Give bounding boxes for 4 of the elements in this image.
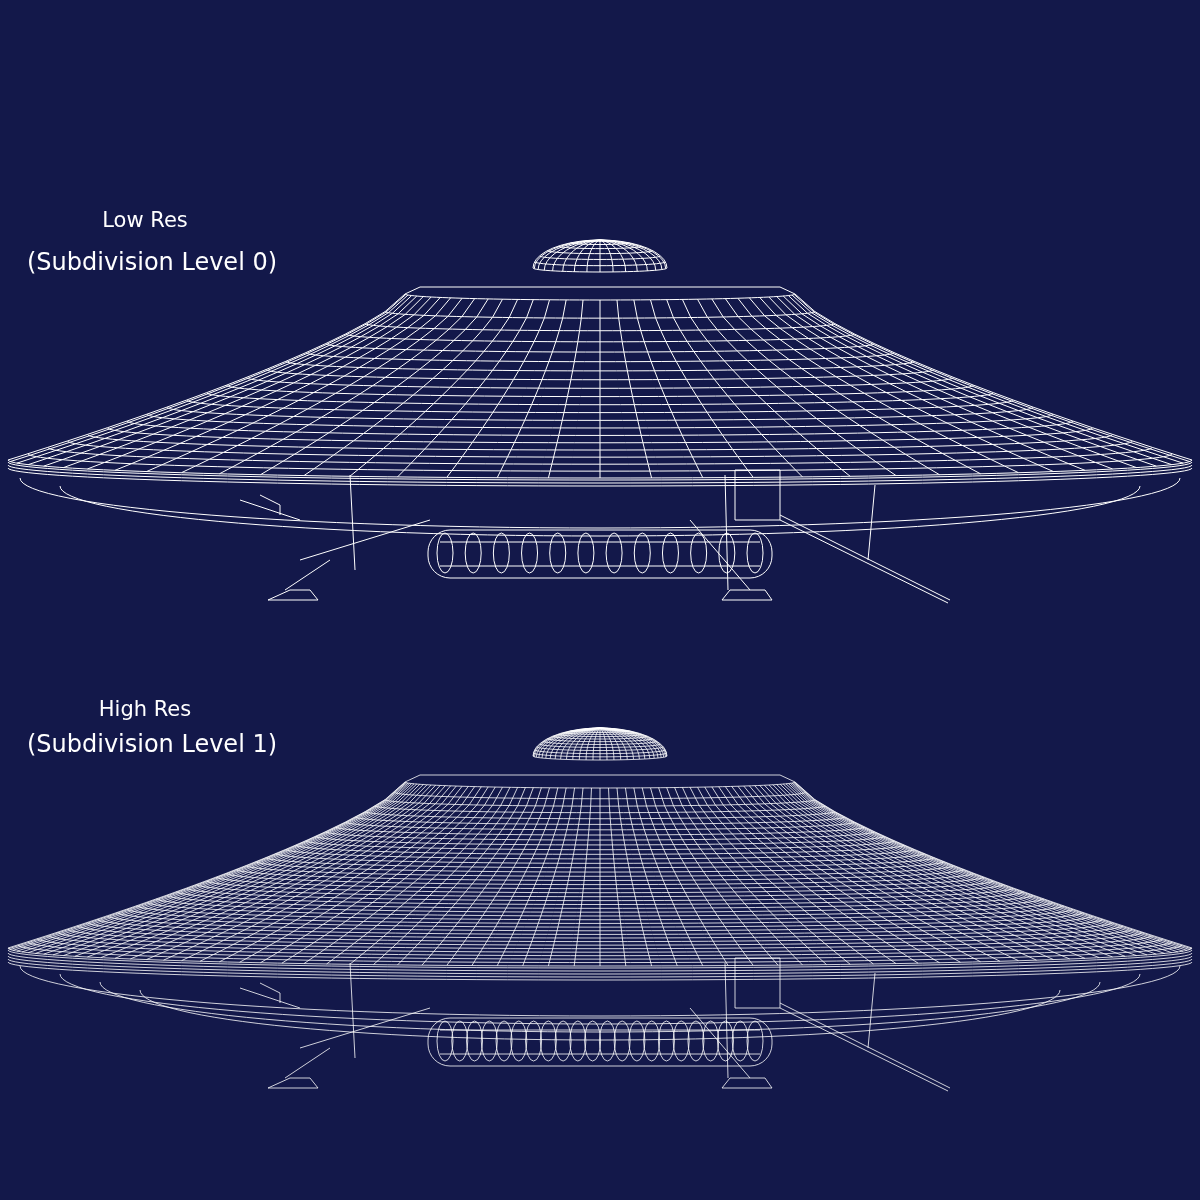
heading: High Res (98, 697, 192, 721)
subtitle: (Subdivision Level 0) (26, 248, 278, 276)
subtitle: (Subdivision Level 1) (26, 730, 278, 758)
heading: Low Res (102, 208, 188, 232)
